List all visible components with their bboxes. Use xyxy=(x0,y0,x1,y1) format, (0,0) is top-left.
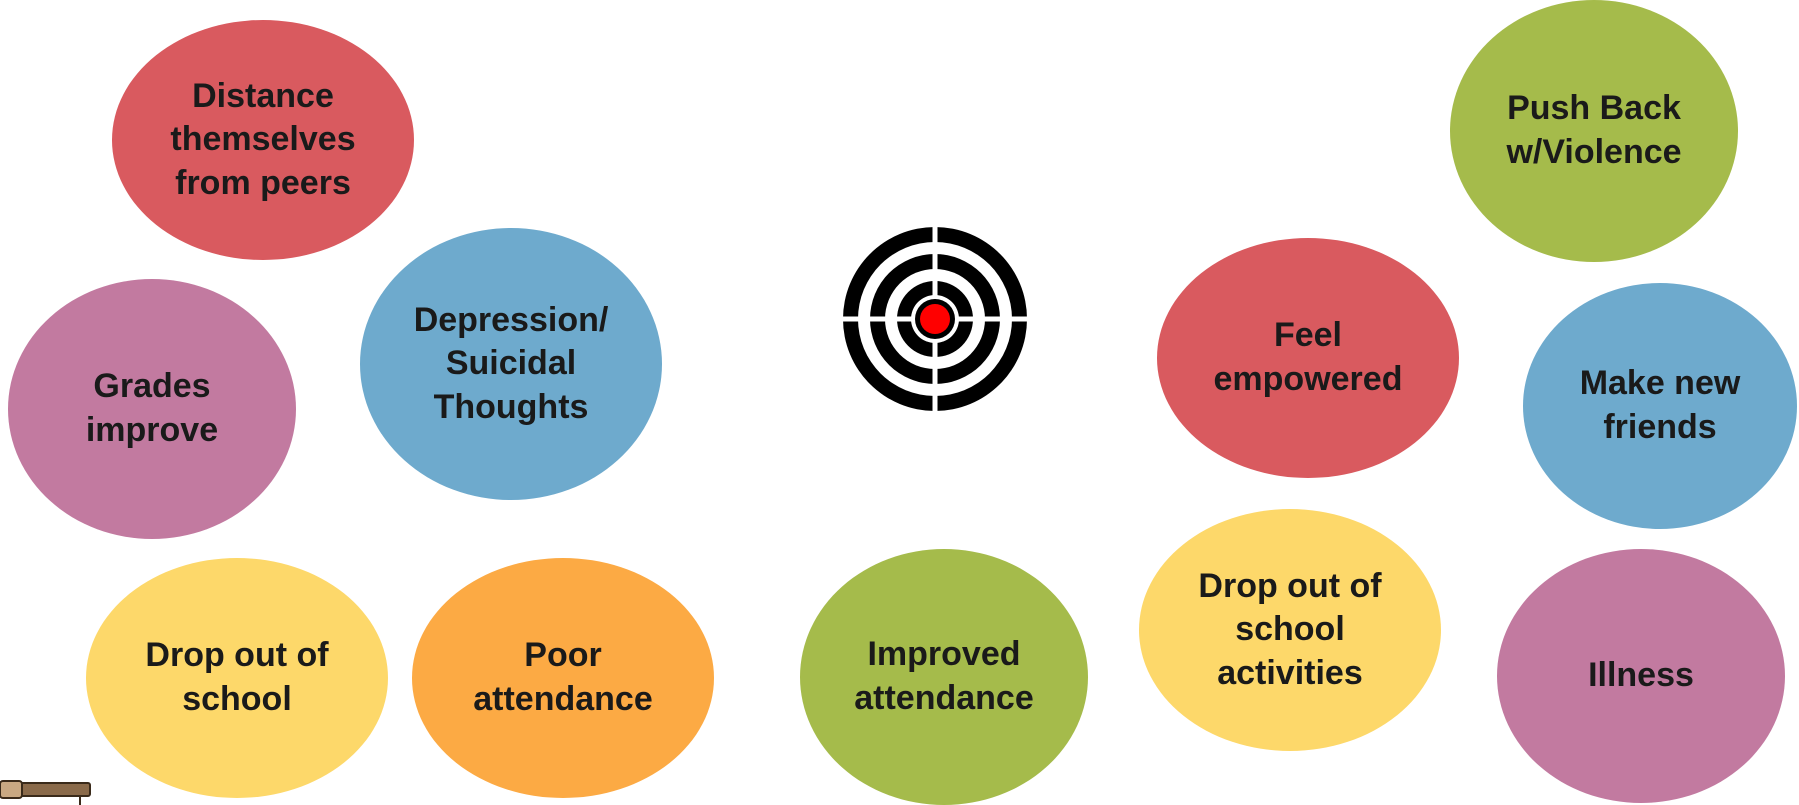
bubble-feel-empowered: Feel empowered xyxy=(1157,238,1459,478)
bubble-depression: Depression/ Suicidal Thoughts xyxy=(360,228,662,500)
bubble-grades-improve: Grades improve xyxy=(8,279,296,539)
bubble-label: Illness xyxy=(1588,656,1694,695)
bubble-make-friends: Make new friends xyxy=(1523,283,1797,529)
bubble-label: Feel empowered xyxy=(1213,316,1403,398)
bubble-poor-attendance: Poor attendance xyxy=(412,558,714,798)
bubble-label: Make new friends xyxy=(1579,364,1741,446)
bubble-label: Grades improve xyxy=(85,367,219,449)
bubble-distance-peers: Distance themselves from peers xyxy=(112,20,414,260)
bubble-label: Improved attendance xyxy=(854,635,1034,717)
bubble-drop-out-school: Drop out of school xyxy=(86,558,388,798)
bubble-label: Distance themselves from peers xyxy=(170,76,356,202)
bubble-label: Drop out of school activities xyxy=(1198,566,1382,692)
bubble-drop-out-activities: Drop out of school activities xyxy=(1139,509,1441,751)
target-bullseye xyxy=(920,304,950,334)
bubble-label: Push Back w/Violence xyxy=(1506,89,1682,171)
pencil-icon xyxy=(0,780,91,805)
bubble-label: Poor attendance xyxy=(473,636,653,718)
bubble-push-back: Push Back w/Violence xyxy=(1450,0,1738,262)
bubble-improved-attendance: Improved attendance xyxy=(800,549,1088,805)
bubble-label: Drop out of school xyxy=(145,636,329,718)
bubble-illness: Illness xyxy=(1497,549,1785,803)
target-icon xyxy=(842,226,1028,412)
bubble-label: Depression/ Suicidal Thoughts xyxy=(413,300,609,426)
